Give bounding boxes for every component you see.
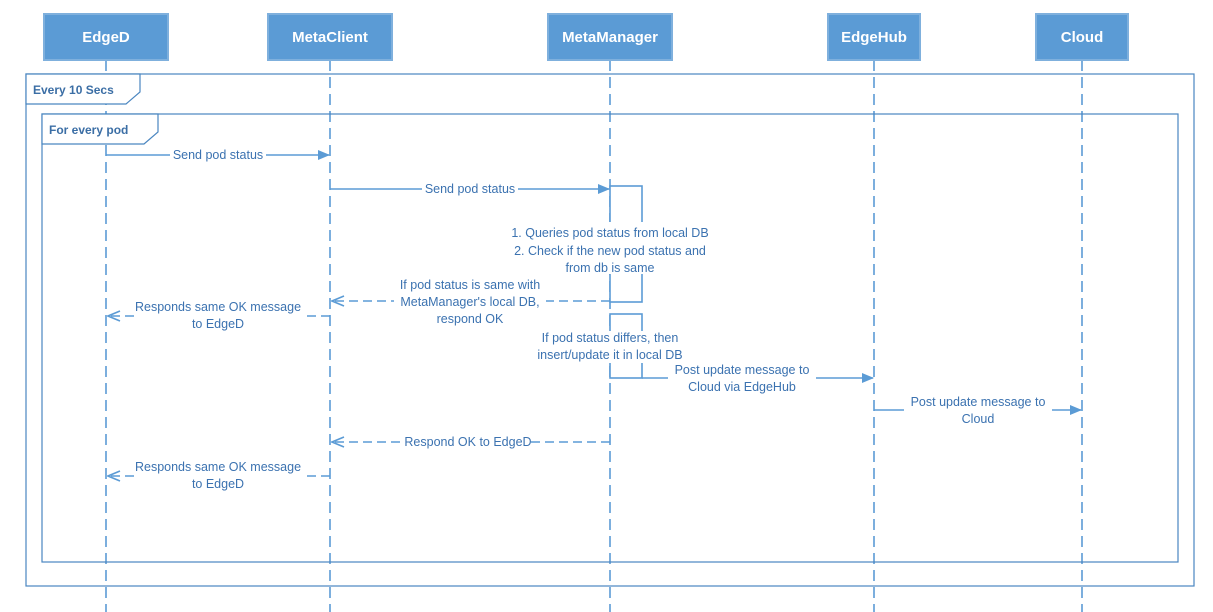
message-label: to EdgeD: [192, 317, 244, 331]
message-label: to EdgeD: [192, 477, 244, 491]
actor-label: EdgeD: [82, 29, 130, 46]
message-label: Cloud via EdgeHub: [688, 380, 796, 394]
message-post-update-edgehub: Post update message to Cloud via EdgeHub: [642, 362, 874, 396]
note-line: from db is same: [566, 261, 655, 275]
message-label: respond OK: [437, 312, 504, 326]
actor-edged: EdgeD: [43, 13, 169, 61]
frame-every-10-secs: Every 10 Secs: [25, 73, 1195, 587]
frame-for-every-pod: For every pod: [41, 113, 1179, 563]
message-label: If pod status is same with: [400, 278, 540, 292]
note-line: If pod status differs, then: [542, 331, 679, 345]
message-label: Responds same OK message: [135, 300, 301, 314]
message-respond-ok-to-edged: Respond OK to EdgeD: [332, 433, 610, 450]
note-line: 2. Check if the new pod status and: [514, 244, 706, 258]
message-respond-ok-same: If pod status is same with MetaManager's…: [332, 277, 610, 327]
message-label: Post update message to: [911, 395, 1046, 409]
message-label: MetaManager's local DB,: [400, 295, 539, 309]
message-label: Responds same OK message: [135, 460, 301, 474]
message-label: Send pod status: [425, 182, 515, 196]
note-status-differs: If pod status differs, then insert/updat…: [528, 331, 696, 363]
actor-label: MetaManager: [562, 29, 658, 46]
message-responds-ok-edged-2: Responds same OK message to EdgeD: [108, 460, 330, 494]
actor-label: Cloud: [1061, 29, 1104, 46]
note-query-local-db: 1. Queries pod status from local DB 2. C…: [506, 222, 720, 275]
actor-metaclient: MetaClient: [267, 13, 393, 61]
message-post-update-cloud: Post update message to Cloud: [874, 395, 1082, 427]
message-label: Cloud: [962, 412, 995, 426]
message-label: Respond OK to EdgeD: [404, 435, 531, 449]
note-line: insert/update it in local DB: [537, 348, 682, 362]
frame-label: For every pod: [49, 123, 128, 137]
actor-label: MetaClient: [292, 29, 368, 46]
note-line: 1. Queries pod status from local DB: [511, 226, 708, 240]
actor-label: EdgeHub: [841, 29, 907, 46]
actor-cloud: Cloud: [1035, 13, 1129, 61]
message-label: Send pod status: [173, 148, 263, 162]
actor-edgehub: EdgeHub: [827, 13, 921, 61]
message-label: Post update message to: [675, 363, 810, 377]
message-send-pod-status-1: Send pod status: [106, 146, 330, 163]
message-responds-ok-edged-1: Responds same OK message to EdgeD: [108, 300, 330, 334]
frame-label: Every 10 Secs: [33, 83, 114, 97]
actor-metamanager: MetaManager: [547, 13, 673, 61]
message-send-pod-status-2: Send pod status: [330, 180, 610, 197]
